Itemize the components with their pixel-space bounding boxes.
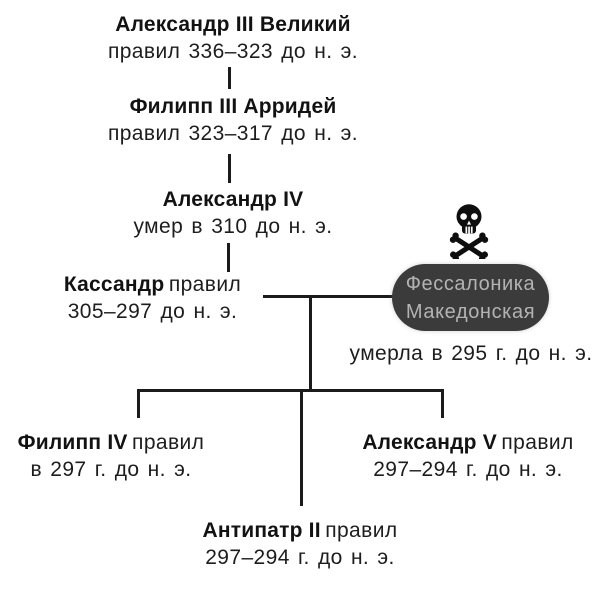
person-reign: в 297 г. до н. э. bbox=[30, 458, 192, 481]
person-name-line: Антипатр II правил bbox=[185, 517, 415, 544]
child-drop-line-right bbox=[441, 389, 444, 418]
connector-line bbox=[228, 67, 231, 89]
person-reign: 305–297 до н. э. bbox=[67, 300, 238, 323]
person-name-line: Кассандр правил bbox=[5, 271, 300, 298]
spouse-name-line1: Фессалоника bbox=[405, 272, 536, 295]
connector-line bbox=[227, 243, 230, 272]
spouse-name-line2: Македонская bbox=[405, 300, 536, 323]
connector-line bbox=[228, 154, 231, 183]
person-name-line: Филипп IV правил bbox=[0, 429, 222, 456]
person-reign: 297–294 г. до н. э. bbox=[373, 458, 563, 481]
person-name: Филипп IV bbox=[17, 431, 128, 454]
person-title: правил bbox=[501, 431, 574, 454]
person-name: Александр III Великий bbox=[115, 13, 351, 36]
person-name: Александр IV bbox=[162, 188, 304, 211]
ancestor-block-alexander-iv: Александр IV умер в 310 до н. э. bbox=[33, 186, 433, 240]
person-name-line: Александр V правил bbox=[357, 429, 579, 456]
person-title: правил bbox=[132, 431, 205, 454]
marriage-line bbox=[263, 295, 393, 298]
child-block-alexander-v: Александр V правил 297–294 г. до н. э. bbox=[357, 429, 579, 483]
descent-line bbox=[309, 295, 312, 391]
child-drop-line-center bbox=[300, 389, 303, 506]
ancestor-block-philip-iii: Филипп III Арридей правил 323–317 до н. … bbox=[33, 93, 433, 147]
person-death: умер в 310 до н. э. bbox=[133, 215, 333, 238]
person-name: Антипатр II bbox=[202, 519, 321, 542]
spouse-death-note: умерла в 295 г. до н. э. bbox=[349, 342, 593, 365]
child-block-antipater-ii: Антипатр II правил 297–294 г. до н. э. bbox=[185, 517, 415, 571]
person-reign: 297–294 г. до н. э. bbox=[205, 546, 395, 569]
person-reign: правил 323–317 до н. э. bbox=[107, 122, 359, 145]
person-name: Кассандр bbox=[63, 273, 165, 296]
ancestor-block-alexander-iii: Александр III Великий правил 336–323 до … bbox=[33, 11, 433, 65]
cassander-block: Кассандр правил 305–297 до н. э. bbox=[5, 271, 300, 325]
person-title: правил bbox=[325, 519, 398, 542]
child-drop-line-left bbox=[137, 389, 140, 418]
children-bracket-line bbox=[137, 389, 444, 392]
thessalonike-box: Фессалоника Македонская bbox=[392, 264, 549, 331]
person-title: правил bbox=[168, 273, 242, 296]
child-block-philip-iv: Филипп IV правил в 297 г. до н. э. bbox=[0, 429, 222, 483]
skull-and-crossbones-icon bbox=[449, 204, 489, 259]
person-name: Александр V bbox=[362, 431, 497, 454]
person-reign: правил 336–323 до н. э. bbox=[107, 40, 359, 63]
person-name: Филипп III Арридей bbox=[129, 95, 337, 118]
